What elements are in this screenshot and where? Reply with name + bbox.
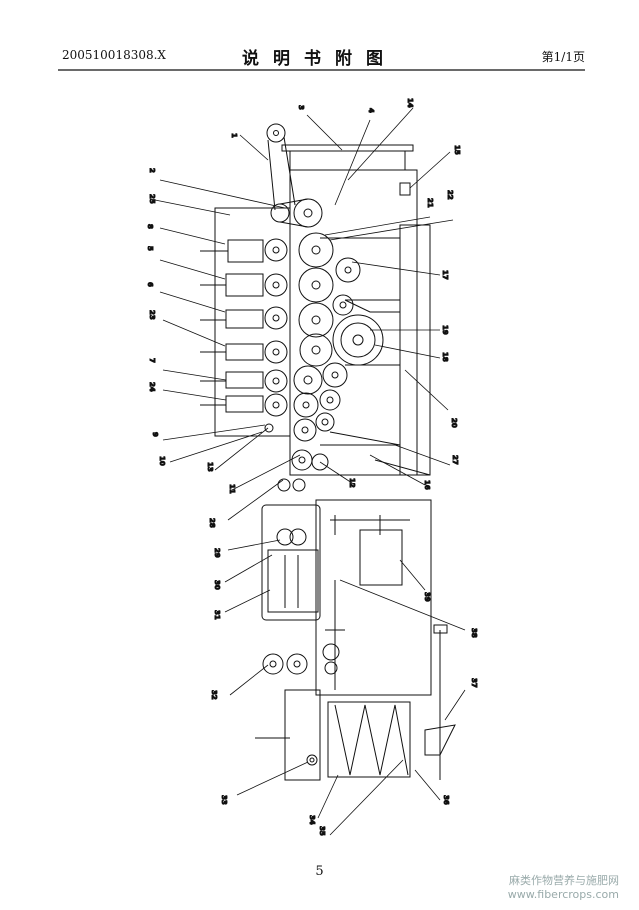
- label-34: 34: [308, 815, 316, 825]
- label-35: 35: [318, 826, 326, 836]
- label-3: 3: [297, 105, 305, 110]
- exit-belt: [264, 423, 329, 492]
- label-19: 19: [441, 325, 449, 335]
- page-title: 说明书附图: [242, 49, 397, 69]
- coil-section: [255, 624, 456, 781]
- label-13: 13: [206, 462, 214, 472]
- page-number: 5: [315, 864, 324, 879]
- label-39: 39: [423, 592, 431, 602]
- label-18: 18: [441, 352, 449, 362]
- top-belt-assembly: [266, 123, 414, 228]
- label-32: 32: [210, 690, 218, 700]
- pressure-frame: [214, 207, 291, 437]
- label-33: 33: [220, 795, 228, 805]
- label-20: 20: [450, 418, 458, 428]
- comb-section: [261, 499, 432, 696]
- label-2: 2: [148, 168, 156, 173]
- label-27: 27: [451, 455, 459, 465]
- label-30: 30: [213, 580, 221, 590]
- label-37: 37: [470, 678, 478, 688]
- label-6: 6: [146, 282, 154, 287]
- watermark-line1: 麻类作物营养与施肥网: [509, 874, 619, 887]
- label-36: 36: [442, 795, 450, 805]
- label-23: 23: [148, 310, 156, 320]
- label-11: 11: [228, 484, 236, 494]
- label-17: 17: [441, 270, 449, 280]
- page-indicator: 第1/1页: [541, 50, 585, 64]
- label-10: 10: [158, 456, 166, 466]
- spring-assemblies: [200, 239, 264, 413]
- label-22: 22: [446, 190, 454, 200]
- document-number: 200510018308.X: [62, 48, 166, 62]
- label-21: 21: [426, 198, 434, 208]
- leader-lines: [154, 107, 466, 836]
- label-8: 8: [146, 224, 154, 229]
- label-38: 38: [470, 628, 478, 638]
- label-31: 31: [213, 610, 221, 620]
- label-15: 15: [453, 145, 461, 155]
- label-9: 9: [151, 432, 159, 437]
- label-29: 29: [213, 548, 221, 558]
- label-25: 25: [148, 194, 156, 204]
- label-4: 4: [367, 108, 375, 113]
- part-labels: 1 2 3 4 5 6 7 8 9 10 11 12 13 14 15 16 1…: [146, 98, 479, 837]
- label-5: 5: [146, 246, 154, 251]
- roller-column: [264, 232, 384, 442]
- label-14: 14: [406, 98, 414, 108]
- label-12: 12: [348, 478, 356, 488]
- label-7: 7: [148, 358, 156, 363]
- label-24: 24: [148, 382, 156, 392]
- watermark-line2: www.fibercrops.com: [507, 888, 619, 901]
- label-28: 28: [208, 518, 216, 528]
- label-16: 16: [423, 480, 431, 490]
- watermark: 麻类作物营养与施肥网 www.fibercrops.com: [508, 874, 619, 902]
- label-1: 1: [230, 133, 238, 138]
